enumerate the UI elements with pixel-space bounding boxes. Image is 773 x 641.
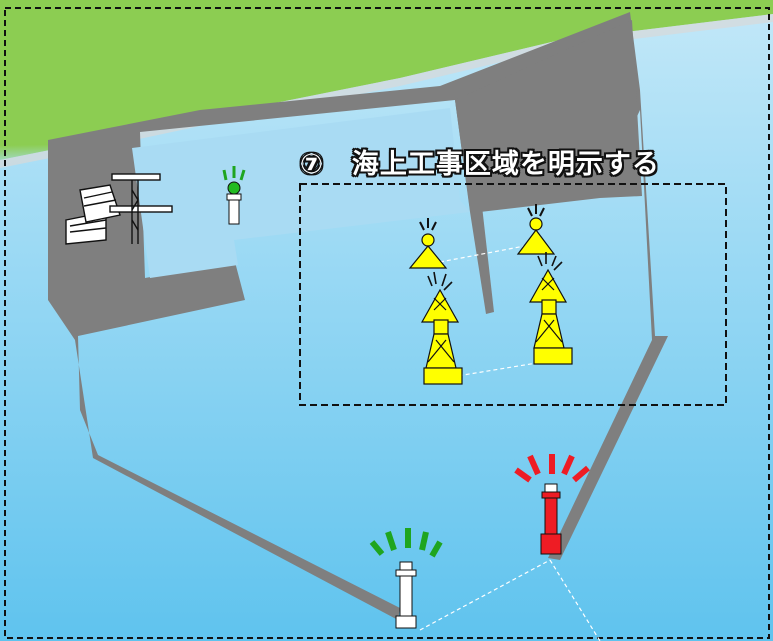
shore-shadow — [0, 14, 773, 168]
land-area — [0, 0, 773, 160]
crane-icon — [65, 173, 173, 245]
outer-dashed-frame — [4, 7, 770, 639]
construction-zone-frame — [299, 183, 727, 406]
yellow-buoy-icon — [528, 252, 573, 365]
red-lighthouse-icon — [514, 454, 590, 555]
yellow-buoy-icon — [420, 271, 463, 385]
white-lighthouse-icon — [369, 528, 443, 629]
yellow-buoy-icon — [408, 218, 448, 269]
green-light-icon — [222, 166, 246, 225]
yellow-buoy-icon — [516, 204, 556, 255]
breakwater-arm — [455, 20, 642, 212]
caption-text: ⑦ 海上工事区域を明示する — [300, 149, 660, 180]
breakwater-spur — [470, 206, 494, 314]
inner-basin — [132, 108, 470, 278]
